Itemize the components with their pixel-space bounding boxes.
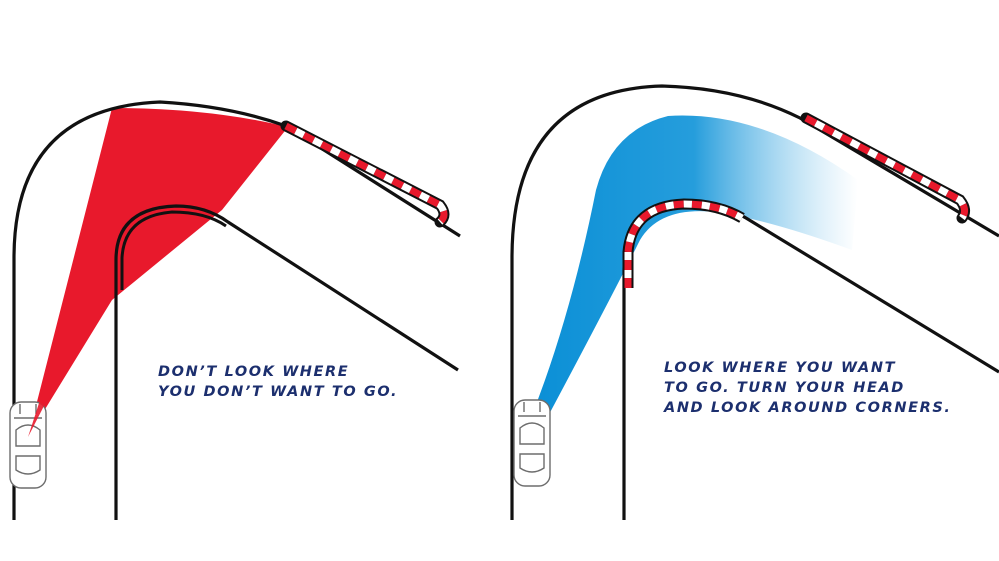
outer-curb-stripes — [284, 122, 448, 225]
red-gaze-cone — [28, 108, 288, 437]
left-panel: DON’T LOOK WHERE YOU DON’T WANT TO GO. — [9, 100, 461, 520]
car-icon — [9, 401, 47, 489]
right-caption-line-1: LOOK WHERE YOU WANT — [664, 360, 896, 376]
car-icon-right — [513, 399, 551, 487]
inner-curb — [120, 210, 227, 290]
left-caption-line-1: DON’T LOOK WHERE — [158, 364, 349, 380]
left-caption-line-2: YOU DON’T WANT TO GO. — [158, 384, 398, 400]
road-outer-edge-right — [510, 84, 999, 520]
road-outer-edge — [12, 100, 461, 520]
road-inner-edge — [114, 204, 459, 520]
right-caption-line-3: AND LOOK AROUND CORNERS. — [663, 400, 952, 416]
right-caption: LOOK WHERE YOU WANT TO GO. TURN YOUR HEA… — [663, 360, 952, 416]
right-panel: LOOK WHERE YOU WANT TO GO. TURN YOUR HEA… — [510, 84, 999, 520]
right-caption-line-2: TO GO. TURN YOUR HEAD — [664, 380, 905, 396]
blue-gaze-beam — [530, 115, 858, 421]
left-caption: DON’T LOOK WHERE YOU DON’T WANT TO GO. — [158, 364, 398, 400]
